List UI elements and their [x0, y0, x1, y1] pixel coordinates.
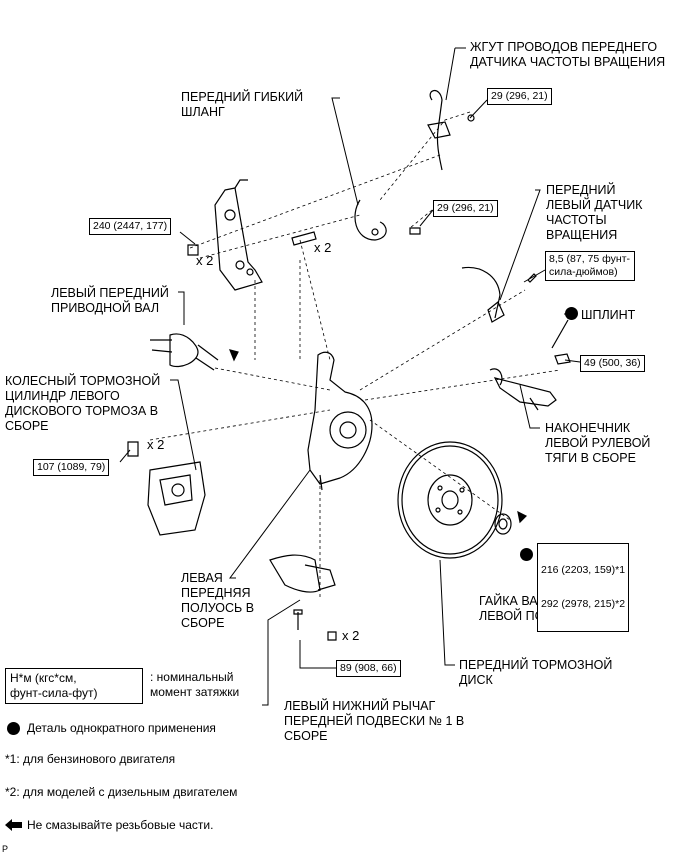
torque-axle-nut: 216 (2203, 159)*1 292 (2978, 215)*2 [537, 543, 630, 632]
legend-no-grease: Не смазывайте резьбовые части. [27, 818, 214, 832]
torque-lower-arm-bolt: 89 (908, 66) [336, 660, 401, 677]
label-brake-disc: ПЕРЕДНИЙ ТОРМОЗНОЙ ДИСК [459, 658, 613, 687]
brake-disc-icon [397, 441, 503, 559]
torque-sensor-bolt: 8,5 (87, 75 фунт- сила-дюймов) [545, 251, 635, 281]
flex-hose-icon [354, 199, 421, 241]
wire-harness-icon [427, 90, 475, 171]
label-wire-harness: ЖГУТ ПРОВОДОВ ПЕРЕДНЕГО ДАТЧИКА ЧАСТОТЫ … [470, 40, 666, 69]
label-tie-rod-end: НАКОНЕЧНИК ЛЕВОЙ РУЛЕВОЙ ТЯГИ В СБОРЕ [545, 421, 651, 465]
label-flex-hose: ПЕРЕДНИЙ ГИБКИЙ ШЛАНГ [181, 90, 304, 119]
tie-rod-end-icon [489, 319, 571, 411]
page-mark: P [2, 844, 9, 854]
label-lower-arm: ЛЕВЫЙ НИЖНИЙ РЫЧАГ ПЕРЕДНЕЙ ПОДВЕСКИ № 1… [284, 699, 465, 743]
legend-unit-desc: : номинальный момент затяжки [150, 670, 240, 699]
axle-nut-icon [494, 510, 528, 535]
legend-note-2: *2: для моделей с дизельным двигателем [5, 785, 238, 799]
label-axle-hub: ЛЕВАЯ ПЕРЕДНЯЯ ПОЛУОСЬ В СБОРЕ [181, 571, 255, 630]
non-reusable-dot-icon [565, 307, 578, 320]
label-speed-sensor: ПЕРЕДНИЙ ЛЕВЫЙ ДАТЧИК ЧАСТОТЫ ВРАЩЕНИЯ [546, 183, 643, 242]
no-grease-arrow-icon [5, 819, 22, 831]
label-drive-shaft: ЛЕВЫЙ ПЕРЕДНИЙ ПРИВОДНОЙ ВАЛ [51, 286, 169, 315]
qty-knuckle-bolt: x 2 [314, 240, 332, 255]
qty-lower-arm-nut: x 2 [342, 628, 360, 643]
label-cotter-pin: ШПЛИНТ [581, 308, 636, 322]
non-reusable-dot-icon [7, 722, 20, 735]
legend-note-1: *1: для бензинового двигателя [5, 752, 176, 766]
drive-shaft-icon [150, 333, 239, 371]
speed-sensor-icon [461, 266, 537, 323]
torque-tie-rod-nut: 49 (500, 36) [580, 355, 645, 372]
brake-caliper-icon [127, 441, 206, 536]
torque-knuckle-bolt: 240 (2447, 177) [89, 218, 172, 235]
non-reusable-dot-icon [520, 548, 533, 561]
torque-axle-nut-2: 292 (2978, 215)*2 [541, 598, 626, 610]
torque-axle-nut-1: 216 (2203, 159)*1 [541, 564, 626, 576]
torque-hose-bolt: 29 (296, 21) [433, 200, 498, 217]
steering-knuckle-icon [307, 351, 373, 491]
torque-caliper-bolt: 107 (1089, 79) [33, 459, 110, 476]
lower-arm-icon [269, 554, 337, 641]
strut-bracket-icon [187, 179, 317, 291]
torque-harness-bolt: 29 (296, 21) [487, 88, 552, 105]
qty-caliper-bolt: x 2 [147, 437, 165, 452]
legend-non-reusable: Деталь однократного применения [27, 721, 216, 735]
qty-knuckle-nut: x 2 [196, 253, 214, 268]
label-brake-cylinder: КОЛЕСНЫЙ ТОРМОЗНОЙ ЦИЛИНДР ЛЕВОГО ДИСКОВ… [5, 374, 161, 433]
legend-unit-box: Н*м (кгс*см, фунт-сила-фут) [5, 668, 143, 704]
